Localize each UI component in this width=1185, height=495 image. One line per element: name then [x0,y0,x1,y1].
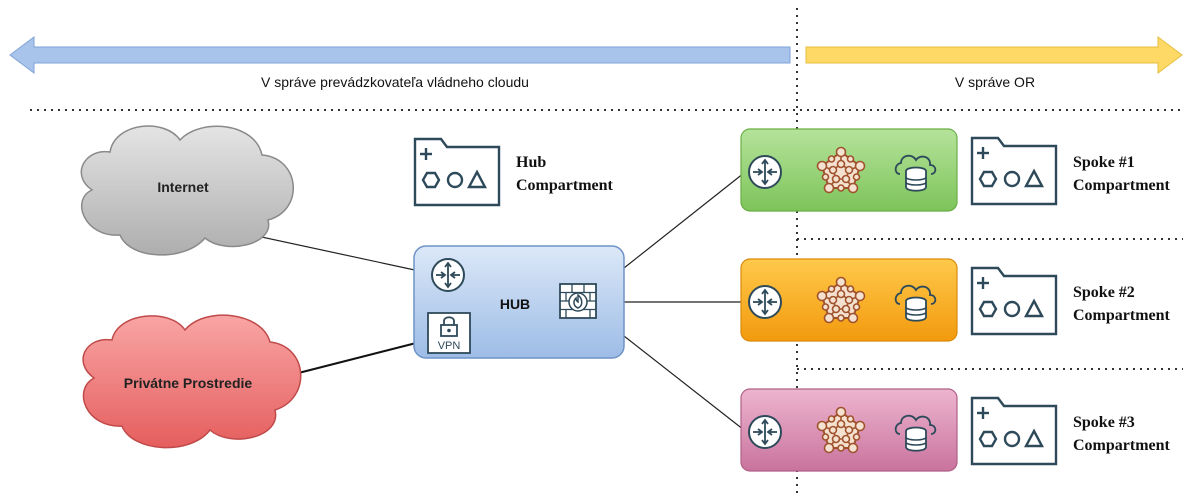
private-cloud [82,314,302,449]
right-arrow [805,36,1183,74]
hub-compartment-line1: Hub [516,154,546,171]
internet-cloud [80,125,294,256]
left-header-label: V správe prevádzkovateľa vládneho cloudu [261,74,529,90]
spoke1-router-icon [748,155,782,189]
hub-spoke1-link [623,172,745,269]
spoke2-label-line1: Spoke #2 [1073,284,1135,301]
spoke2-router-icon [748,285,782,319]
spoke1-label-line2: Compartment [1073,177,1171,194]
firewall-icon [559,283,597,319]
vpn-lock-icon: VPN [427,312,471,354]
hub-label: HUB [500,296,530,312]
spoke3-router-icon [748,415,782,449]
hub-spoke3-link [623,335,745,431]
internet-label: Internet [157,179,209,195]
spoke3-label-line1: Spoke #3 [1073,414,1135,431]
right-header-label: V správe OR [955,74,1035,90]
spoke1-compartment-icon [970,136,1058,206]
hub-compartment-icon [413,137,501,207]
spoke3-label-line2: Compartment [1073,437,1171,454]
hub-router-icon [431,258,465,292]
spoke2-label-line2: Compartment [1073,307,1171,324]
private-label: Privátne Prostredie [124,375,253,391]
spoke3-compartment-icon [970,396,1058,466]
vpn-label: VPN [438,340,461,352]
left-arrow [9,36,791,74]
spoke1-label-line1: Spoke #1 [1073,154,1135,171]
hub-compartment-line2: Compartment [516,177,614,194]
spoke2-compartment-icon [970,266,1058,336]
